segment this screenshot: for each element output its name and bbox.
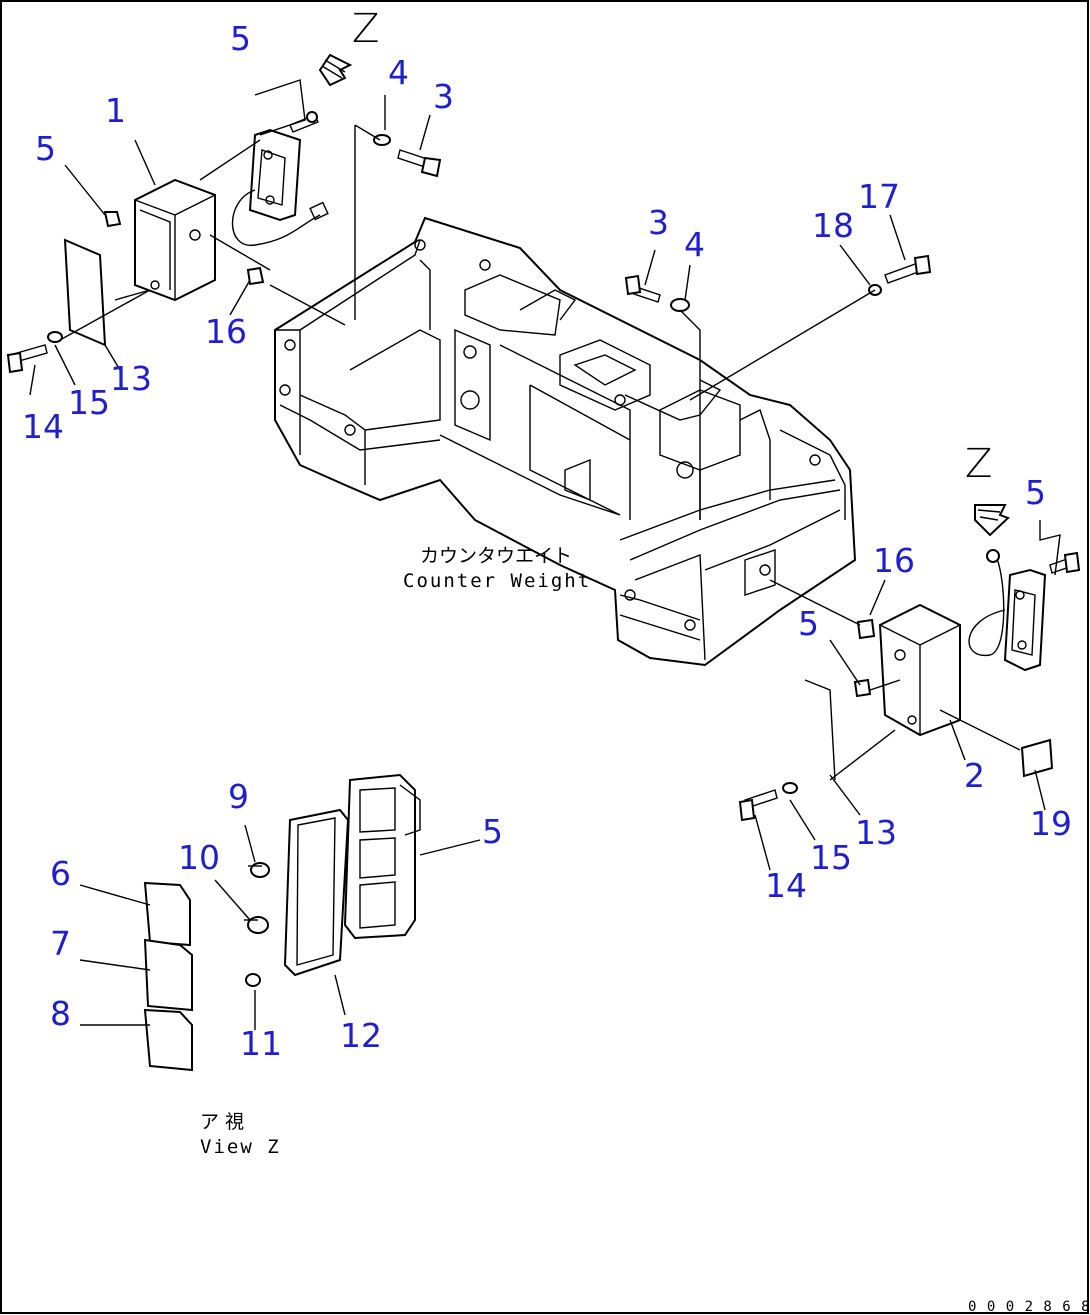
view-z-english-label: View Z xyxy=(200,1136,281,1158)
counter-weight xyxy=(274,216,857,667)
left-cover-plate xyxy=(63,238,107,347)
view-z-bulbs xyxy=(244,862,270,987)
callout-2-c2: 2 xyxy=(964,756,985,795)
view-z-lens-6 xyxy=(143,881,191,947)
callout-10-c10: 10 xyxy=(178,838,220,877)
callout-15-c15b: 15 xyxy=(810,838,852,877)
callout-15-c15a: 15 xyxy=(68,383,110,422)
left-lamp-unit xyxy=(231,128,329,246)
callout-1-c1: 1 xyxy=(105,91,126,130)
callout-8-c8: 8 xyxy=(50,994,71,1033)
callout-18-c18: 18 xyxy=(812,206,854,245)
callout-5-c5b: 5 xyxy=(35,129,56,168)
callout-17-c17: 17 xyxy=(858,177,900,216)
right-hardware xyxy=(624,254,1081,822)
callout-16-c16a: 16 xyxy=(205,312,247,351)
view-z-gasket xyxy=(283,808,350,977)
view-z-lamp-body xyxy=(343,773,421,940)
right-leader-lines xyxy=(644,214,1061,871)
drawing-number: 0 0 0 2 8 6 8 A xyxy=(968,1299,1090,1315)
callout-14-c14a: 14 xyxy=(22,407,64,446)
view-marker-upper: Z xyxy=(352,6,379,52)
callout-4-c4b: 4 xyxy=(684,225,705,264)
callout-11-c11: 11 xyxy=(240,1024,282,1063)
callout-5-c5a: 5 xyxy=(230,19,251,58)
left-leader-lines xyxy=(29,79,431,396)
callout-19-c19: 19 xyxy=(1030,804,1072,843)
callout-9-c9: 9 xyxy=(228,777,249,816)
callout-16-c16b: 16 xyxy=(873,541,915,580)
callout-4-c4a: 4 xyxy=(388,53,409,92)
counter-weight-english-label: Counter Weight xyxy=(403,570,591,592)
callout-14-c14b: 14 xyxy=(765,866,807,905)
view-z-lens-8 xyxy=(143,1008,193,1072)
right-lamp-unit xyxy=(968,549,1047,672)
callout-5-c5e: 5 xyxy=(482,812,503,851)
callout-13-c13b: 13 xyxy=(855,813,897,852)
view-z-leaders xyxy=(79,824,481,1030)
view-arrow-upper xyxy=(318,53,353,87)
callout-7-c7: 7 xyxy=(50,924,71,963)
view-z-japanese-label: ア 視 xyxy=(200,1111,244,1133)
callout-5-c5c: 5 xyxy=(1025,473,1046,512)
callout-3-c3b: 3 xyxy=(648,203,669,242)
counter-weight-japanese-label: カウンタウエイト xyxy=(420,545,572,567)
right-lamp-housing xyxy=(878,603,961,737)
view-z-lens-7 xyxy=(143,938,193,1012)
callout-3-c3a: 3 xyxy=(433,77,454,116)
view-marker-right: Z xyxy=(965,441,992,487)
right-cover-plate xyxy=(804,679,836,781)
callout-12-c12: 12 xyxy=(340,1016,382,1055)
left-lamp-housing xyxy=(134,178,216,302)
right-label-plate xyxy=(1020,738,1054,778)
left-hardware xyxy=(6,111,442,374)
view-arrow-right xyxy=(974,504,1010,537)
callout-5-c5d: 5 xyxy=(798,604,819,643)
callout-13-c13a: 13 xyxy=(110,359,152,398)
callout-6-c6: 6 xyxy=(50,854,71,893)
